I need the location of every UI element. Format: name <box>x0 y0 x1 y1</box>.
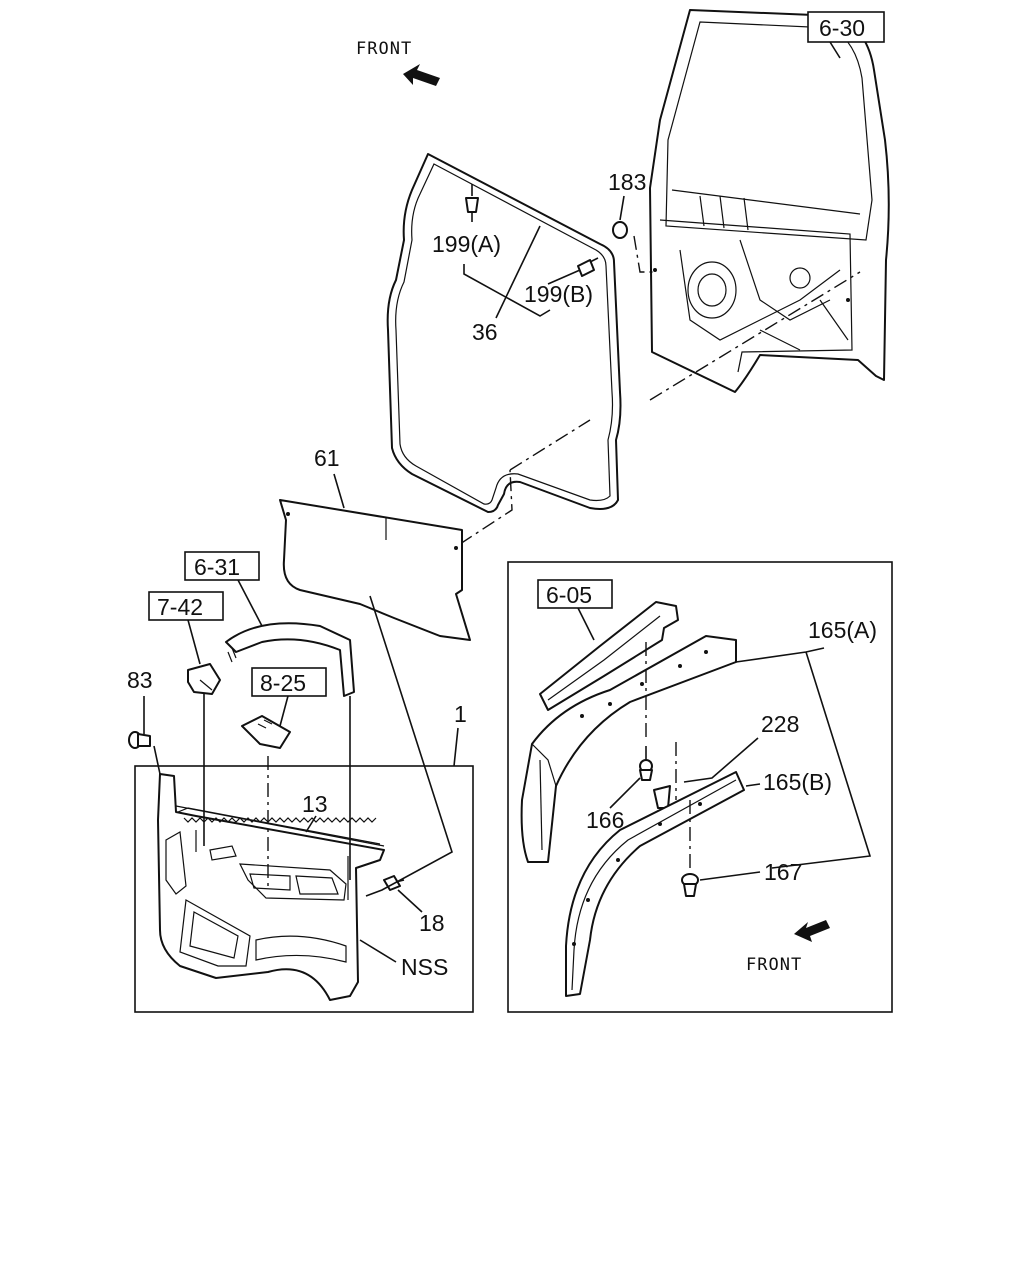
part-167-label: 167 <box>764 859 802 885</box>
part-nss-label: NSS <box>401 954 448 980</box>
ref-7-42: 7-42 <box>157 594 203 620</box>
trim-panel-frame <box>134 765 474 1013</box>
weatherstrip-36 <box>386 153 622 513</box>
part-228-label: 228 <box>761 711 799 737</box>
part-166-label: 166 <box>586 807 624 833</box>
part-1-label: 1 <box>454 701 467 727</box>
part-165a-label: 165(A) <box>808 617 877 643</box>
part-13-label: 13 <box>302 791 328 817</box>
front-label-bottom: FRONT <box>746 955 802 975</box>
cab-parts-frame <box>507 561 893 1013</box>
ref-6-05: 6-05 <box>546 582 592 608</box>
sealing-sheet-61 <box>279 499 471 641</box>
part-18-label: 18 <box>419 910 445 936</box>
power-window-switch-8-25 <box>241 715 291 749</box>
part-165b-label: 165(B) <box>763 769 832 795</box>
clip-199a-icon <box>465 184 479 222</box>
part-83-label: 83 <box>127 667 153 693</box>
clip-166-icon <box>639 746 653 781</box>
ref-6-31: 6-31 <box>194 554 240 580</box>
part-36-label: 36 <box>472 319 498 345</box>
part-61-label: 61 <box>314 445 340 471</box>
part-199a-label: 199(A) <box>432 231 501 257</box>
ref-8-25: 8-25 <box>260 670 306 696</box>
clip-83-icon <box>128 731 151 749</box>
pull-handle <box>225 622 355 697</box>
front-label-top: FRONT <box>356 39 412 59</box>
door-frame-6-30 <box>649 9 890 393</box>
ref-6-30: 6-30 <box>819 15 865 41</box>
fender-panel-165a <box>520 635 737 863</box>
front-arrow-top-icon <box>403 64 440 86</box>
switch-7-42 <box>187 663 221 695</box>
clip-167-icon <box>681 873 699 897</box>
front-arrow-bottom-icon <box>794 920 830 942</box>
garnish-6-05 <box>539 601 679 711</box>
part-183-label: 183 <box>608 169 646 195</box>
clip-228-icon <box>653 785 671 809</box>
fender-panel-165b <box>565 771 745 997</box>
part-199b-label: 199(B) <box>524 281 593 307</box>
clip-199b-icon <box>577 257 599 277</box>
